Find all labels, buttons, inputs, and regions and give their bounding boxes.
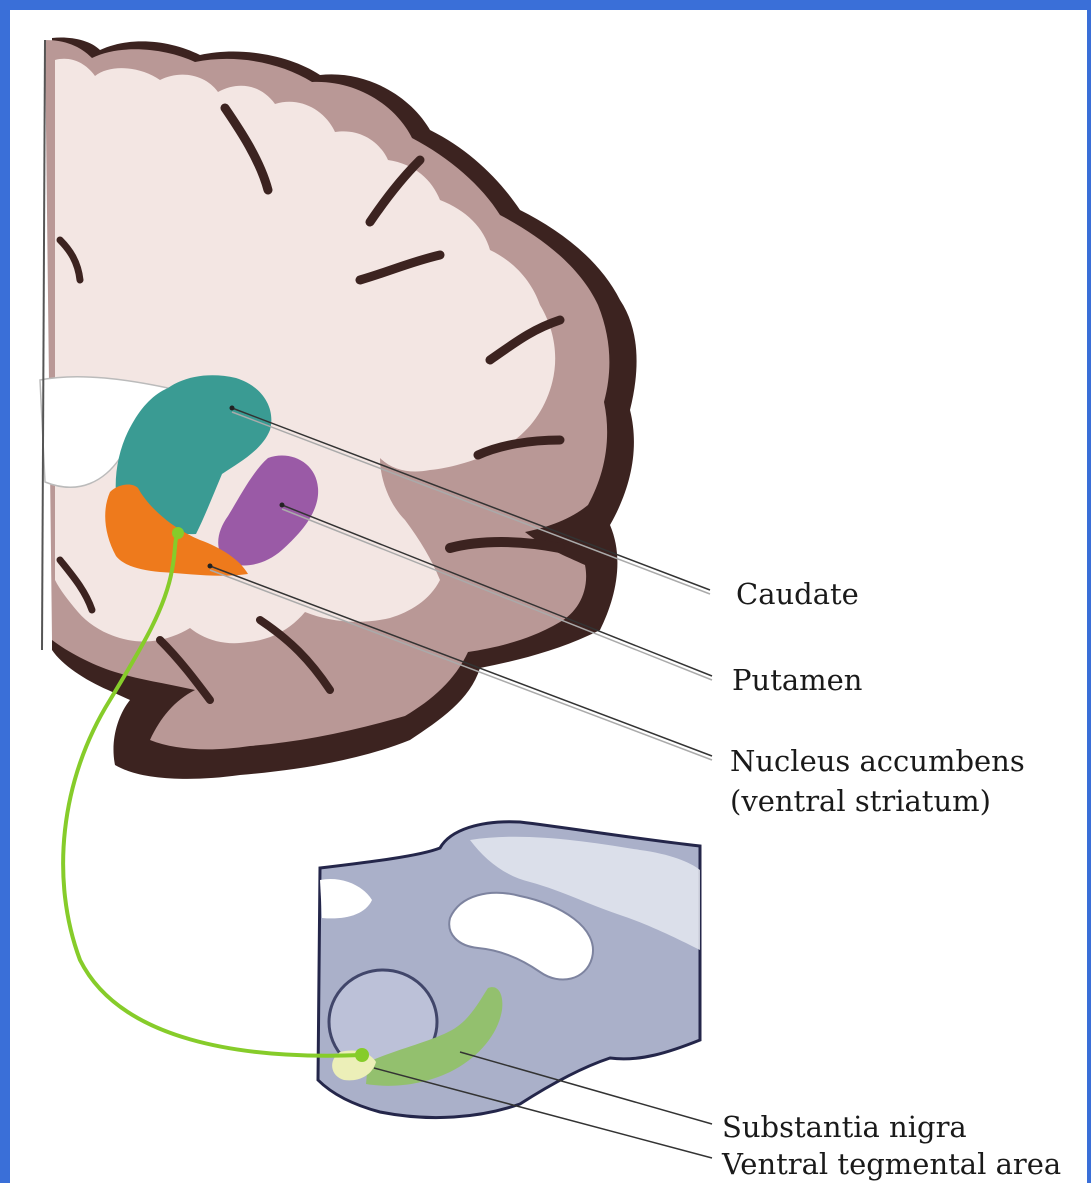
label-nucleus-accumbens: Nucleus accumbens <box>730 745 1025 777</box>
pathway-terminal <box>172 527 184 539</box>
label-ventral-tegmental-area: Ventral tegmental area <box>722 1148 1061 1180</box>
putamen-pointer-dot <box>280 503 285 508</box>
pathway-origin <box>355 1048 369 1062</box>
label-substantia-nigra: Substantia nigra <box>722 1111 967 1143</box>
label-caudate: Caudate <box>736 578 859 610</box>
label-ventral-striatum: (ventral striatum) <box>730 785 991 817</box>
accumbens-pointer-dot <box>208 564 213 569</box>
label-putamen: Putamen <box>732 664 862 696</box>
caudate-pointer-dot <box>230 406 235 411</box>
midline <box>42 40 45 650</box>
